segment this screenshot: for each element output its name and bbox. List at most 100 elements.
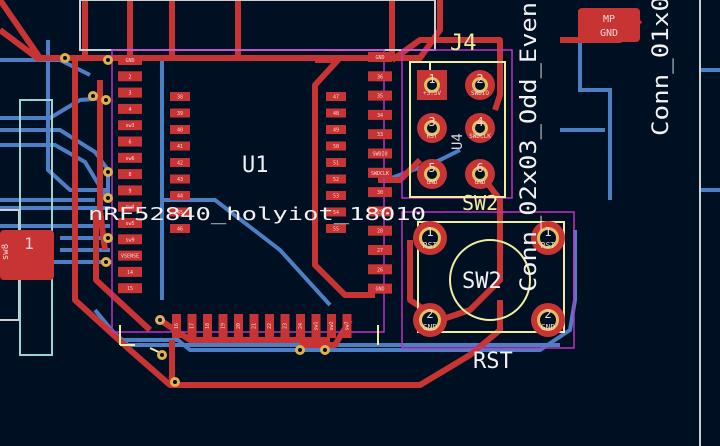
u1-pad-inner-right-copper [326, 108, 346, 118]
u1-pad-inner-right-copper [326, 174, 346, 184]
u1-pad-right[interactable]: 33 [368, 129, 392, 140]
u1-pad-right-copper [368, 148, 392, 159]
u1-pad-inner-right[interactable]: 49 [326, 125, 346, 134]
u1-footprint[interactable]: GND234sw36sw689sw4sw5sw9VSENSE1415383940… [118, 52, 392, 338]
u1-pad-bottom[interactable]: 21 [249, 314, 259, 338]
u1-pad-inner-right[interactable]: 54 [326, 207, 346, 217]
u1-pad-left[interactable]: VSENSE [118, 250, 142, 261]
u1-pad-inner-right[interactable]: 53 [326, 191, 346, 200]
u1-pad-right[interactable]: GND [368, 283, 392, 294]
u1-pad-bottom-copper [296, 314, 305, 338]
u1-pad-left-label: sw6 [125, 156, 134, 162]
u1-pad-left-label: sw9 [125, 237, 134, 243]
u1-pad-inner-right[interactable]: 50 [326, 141, 346, 151]
u1-pad-inner-left[interactable]: 38 [170, 92, 190, 101]
u1-pad-bottom[interactable]: sw2 [327, 314, 336, 338]
sw2-pad-hole [540, 230, 556, 246]
u1-pad-left-copper [118, 218, 142, 228]
sw8-pad[interactable]: 1 sw8 [0, 230, 54, 280]
u1-pad-right[interactable]: 28 [368, 225, 392, 236]
u1-pad-bottom[interactable]: 18 [203, 314, 212, 338]
u1-pad-left[interactable]: sw6 [118, 152, 142, 163]
u1-pad-right[interactable]: 27 [368, 245, 392, 255]
u1-pad-inner-right[interactable]: 52 [326, 174, 346, 184]
u1-pad-left[interactable]: 4 [118, 103, 142, 114]
u1-pad-inner-left[interactable]: 42 [170, 158, 190, 167]
u1-pad-bottom-label: 24 [298, 323, 304, 329]
u1-pad-bottom[interactable]: sw7 [342, 314, 352, 338]
u1-pad-bottom-label: 18 [205, 323, 211, 329]
u1-pad-inner-left-copper [170, 158, 190, 167]
u1-pad-bottom[interactable]: sw1 [311, 314, 321, 338]
u1-pad-left[interactable]: sw5 [118, 218, 142, 228]
u1-pad-bottom[interactable]: 23 [280, 314, 290, 338]
u1-pad-inner-left[interactable]: 39 [170, 108, 190, 118]
u1-pad-inner-right-label: 47 [333, 95, 339, 101]
u1-pad-inner-right[interactable]: 51 [326, 158, 346, 167]
mp-pad[interactable]: MP GND [578, 8, 640, 42]
u1-pad-inner-left-copper [170, 191, 190, 200]
u1-pad-right[interactable]: GND [368, 52, 392, 62]
u1-pad-inner-right[interactable]: 48 [326, 108, 346, 118]
u1-pad-bottom[interactable]: 20 [234, 314, 243, 338]
u1-pad-left[interactable]: 14 [118, 266, 142, 277]
u1-pad-bottom[interactable]: 22 [265, 314, 274, 338]
u1-pad-right[interactable]: SWDIO [368, 148, 392, 159]
u1-pad-right-label: SWDCLK [371, 171, 389, 177]
u1-pad-left[interactable]: sw4 [118, 201, 142, 212]
u1-pad-right[interactable]: 29 [368, 206, 392, 217]
u1-pad-bottom[interactable]: 24 [296, 314, 305, 338]
u1-pad-right[interactable]: 36 [368, 71, 392, 82]
j4-pin-hole [427, 80, 437, 90]
j4-pin-1[interactable]: 1+3.3V [417, 70, 447, 100]
u1-pad-inner-left[interactable]: 41 [170, 141, 190, 151]
u1-pad-right[interactable]: 30 [368, 187, 392, 198]
u1-pad-right-copper [368, 187, 392, 198]
u1-pad-inner-right[interactable]: 55 [326, 224, 346, 233]
u1-pad-inner-left[interactable]: 44 [170, 191, 190, 200]
u1-pad-left[interactable]: 2 [118, 71, 142, 82]
u1-pad-left[interactable]: 6 [118, 136, 142, 147]
u1-pad-right-copper [368, 245, 392, 255]
u1-pad-inner-left[interactable]: 45 [170, 207, 190, 217]
vias[interactable] [60, 53, 330, 387]
u1-pad-left[interactable]: sw9 [118, 234, 142, 245]
u1-pad-left-copper [118, 283, 142, 294]
u1-pad-right[interactable]: 34 [368, 109, 392, 120]
u1-pad-inner-left[interactable]: 40 [170, 125, 190, 134]
u1-pad-inner-right-label: 55 [333, 227, 339, 233]
u1-pad-bottom[interactable]: 16 [172, 314, 181, 338]
u1-pad-left[interactable]: 8 [118, 169, 142, 180]
u1-pad-left[interactable]: sw3 [118, 120, 142, 131]
u1-pad-inner-left-copper [170, 125, 190, 134]
u1-pad-right[interactable]: 26 [368, 264, 392, 275]
u1-pad-bottom[interactable]: 17 [187, 314, 197, 338]
u1-pad-inner-right[interactable]: 47 [326, 92, 346, 101]
j4-pin-net: +3.3V [423, 90, 441, 97]
u1-pad-inner-left-copper [170, 224, 190, 233]
u1-pad-bottom[interactable]: 19 [218, 314, 228, 338]
u1-pad-right[interactable]: SWDCLK [368, 167, 392, 178]
u1-pad-left[interactable]: GND [118, 55, 142, 65]
u1-pad-left[interactable]: 15 [118, 283, 142, 294]
sw2-pad-number: 2 [544, 307, 551, 321]
sw2-value: RST [473, 349, 513, 374]
u1-pad-left[interactable]: 9 [118, 185, 142, 196]
u1-pad-inner-left[interactable]: 46 [170, 224, 190, 233]
u1-pad-inner-left[interactable]: 43 [170, 174, 190, 184]
u1-pad-right[interactable]: 35 [368, 90, 392, 101]
u1-pad-left[interactable]: 3 [118, 87, 142, 98]
